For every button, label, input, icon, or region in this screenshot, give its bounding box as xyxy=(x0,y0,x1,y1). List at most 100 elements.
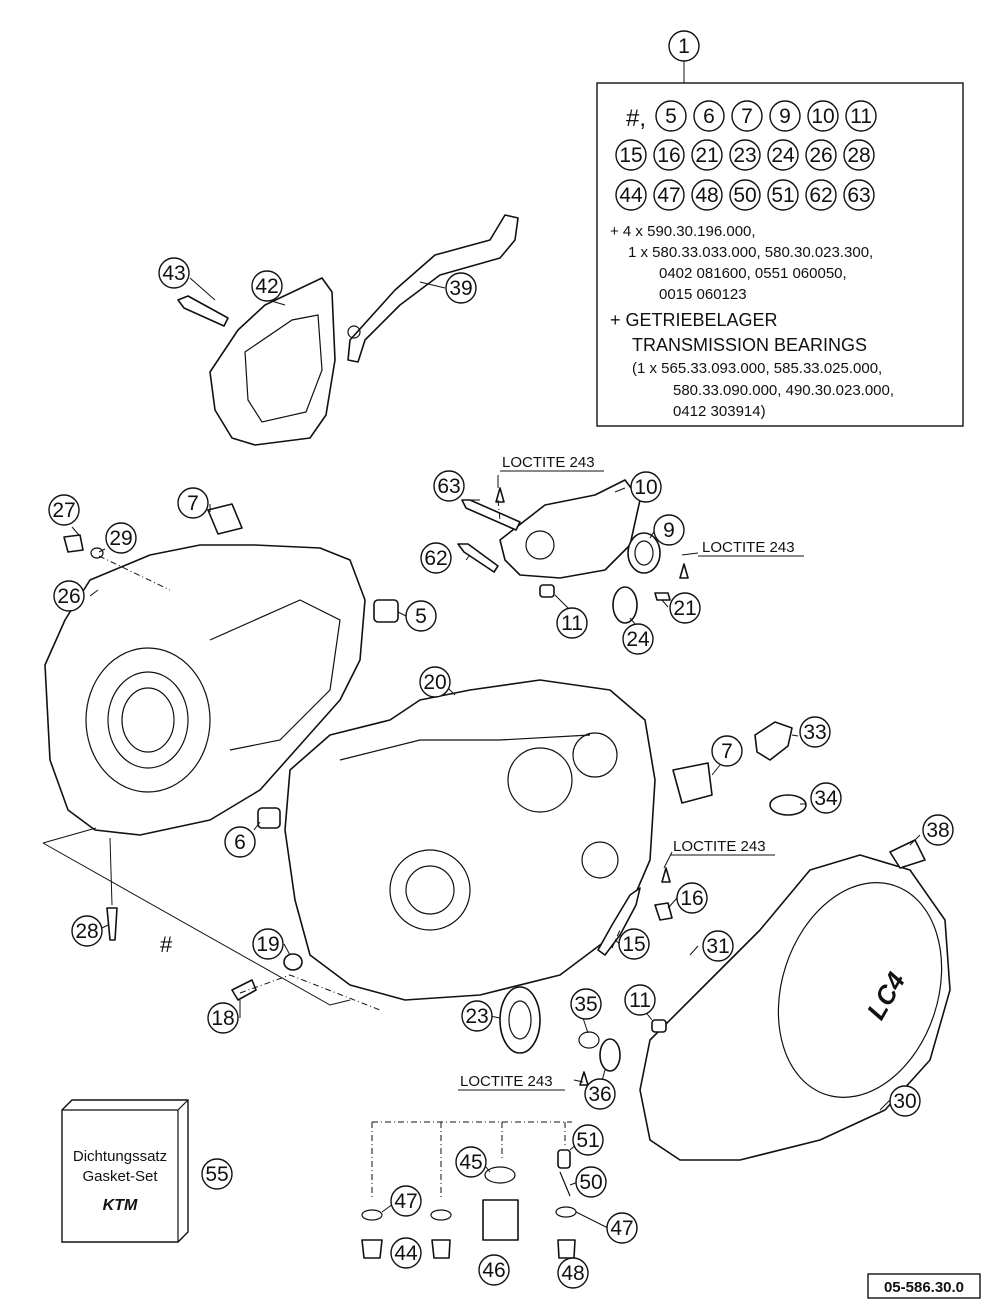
callout-number: 51 xyxy=(576,1129,599,1152)
part-15-guide xyxy=(597,887,641,956)
callout-number: 19 xyxy=(256,933,279,956)
callout-number: 28 xyxy=(75,920,98,943)
part-38-clip xyxy=(889,839,926,869)
loctite-label-1: LOCTITE 243 xyxy=(502,454,595,471)
callout-number: 21 xyxy=(673,597,696,620)
callout-circle xyxy=(251,270,283,302)
callout-number: 50 xyxy=(579,1171,602,1194)
kit-part-number: 21 xyxy=(691,139,723,171)
callout-number: 36 xyxy=(588,1083,611,1106)
callout-number: 45 xyxy=(459,1151,482,1174)
kit-part-number: 63 xyxy=(843,179,875,211)
callout-circle xyxy=(575,1166,607,1198)
part-5-dowel xyxy=(373,599,399,623)
callout-c20: 20 xyxy=(419,666,451,698)
callout-c1: 1 xyxy=(668,30,700,62)
callout-number: 62 xyxy=(424,547,447,570)
callout-number: 47 xyxy=(394,1190,417,1213)
callout-c48: 48 xyxy=(557,1257,589,1289)
part-35-circlip xyxy=(578,1031,600,1049)
callout-c18: 18 xyxy=(207,1002,239,1034)
callout-c35: 35 xyxy=(570,988,602,1020)
part-47-washer-left xyxy=(361,1209,383,1221)
callout-circle xyxy=(676,882,708,914)
callout-circle xyxy=(653,514,685,546)
callout-number: 44 xyxy=(394,1242,418,1265)
part-33-oil-dipstick xyxy=(754,721,793,761)
callout-circle xyxy=(201,1158,233,1190)
loctite-drop-3 xyxy=(661,867,671,883)
callout-c43: 43 xyxy=(158,257,190,289)
callout-number: 5 xyxy=(415,605,427,628)
callout-c45: 45 xyxy=(455,1146,487,1178)
svg-text:15: 15 xyxy=(619,144,642,167)
callout-circle xyxy=(390,1237,422,1269)
callout-c31: 31 xyxy=(702,930,734,962)
part-51-spring-cap xyxy=(557,1149,571,1169)
part-11-dowel-lower xyxy=(651,1019,667,1033)
callout-c39: 39 xyxy=(445,272,477,304)
svg-text:48: 48 xyxy=(695,184,718,207)
callout-circle xyxy=(478,1254,510,1286)
part-43-bolt xyxy=(177,295,229,327)
callout-number: 26 xyxy=(57,585,80,608)
callout-number: 1 xyxy=(678,35,690,58)
callout-number: 20 xyxy=(423,671,446,694)
part-19-washer xyxy=(283,953,303,971)
callout-circle xyxy=(207,1002,239,1034)
callout-number: 29 xyxy=(109,527,132,550)
part-45-o-ring xyxy=(484,1166,516,1184)
kit-line-6: TRANSMISSION BEARINGS xyxy=(632,335,867,355)
callout-circle xyxy=(433,470,465,502)
svg-text:28: 28 xyxy=(847,144,870,167)
part-42-sprocket-cover xyxy=(209,277,336,446)
part-47-washer-bottom xyxy=(555,1206,577,1218)
kit-line-2: 1 x 580.33.033.000, 580.30.023.300, xyxy=(628,244,873,261)
callout-c7b: 7 xyxy=(711,735,743,767)
callout-c36: 36 xyxy=(584,1078,616,1110)
kit-part-number: 5 xyxy=(655,100,687,132)
part-7-bushing-lower xyxy=(672,762,713,804)
callout-c44: 44 xyxy=(390,1237,422,1269)
svg-text:10: 10 xyxy=(811,105,834,128)
svg-text:9: 9 xyxy=(779,105,791,128)
kit-part-number: 48 xyxy=(691,179,723,211)
callout-c21: 21 xyxy=(669,592,701,624)
kit-line-3: 0402 081600, 0551 060050, xyxy=(659,265,847,282)
callout-circle xyxy=(53,580,85,612)
gasket-set-box: Dichtungssatz Gasket-Set KTM xyxy=(61,1099,189,1243)
callout-number: 10 xyxy=(634,476,657,499)
kit-line-7: (1 x 565.33.093.000, 585.33.025.000, xyxy=(632,360,882,377)
kit-part-number: 11 xyxy=(845,100,877,132)
part-44-drain-plug-left xyxy=(361,1239,383,1259)
callout-c34: 34 xyxy=(810,782,842,814)
callout-number: 15 xyxy=(622,933,645,956)
callout-circle xyxy=(572,1124,604,1156)
svg-text:63: 63 xyxy=(847,184,870,207)
callout-circle xyxy=(889,1085,921,1117)
part-9-needle-bearing xyxy=(627,532,661,574)
callout-circle xyxy=(419,666,451,698)
svg-text:24: 24 xyxy=(771,144,795,167)
callout-c19: 19 xyxy=(252,928,284,960)
svg-text:51: 51 xyxy=(771,184,794,207)
callout-number: 6 xyxy=(234,831,246,854)
kit-part-number: 16 xyxy=(653,139,685,171)
part-34-o-ring xyxy=(769,794,807,816)
callout-c24: 24 xyxy=(622,623,654,655)
callout-circle xyxy=(618,928,650,960)
callout-circle xyxy=(445,272,477,304)
callout-c23: 23 xyxy=(461,1000,493,1032)
drawing-number: 05-586.30.0 xyxy=(884,1279,964,1296)
part-callouts: 1567791011111516181920212324262728293031… xyxy=(48,30,954,1289)
part-11-dowel-upper xyxy=(539,584,555,598)
callout-circle xyxy=(48,494,80,526)
part-10-oil-pump-housing xyxy=(499,479,641,579)
callout-circle xyxy=(922,814,954,846)
callout-number: 39 xyxy=(449,277,472,300)
callout-circle xyxy=(584,1078,616,1110)
callout-number: 24 xyxy=(626,628,650,651)
